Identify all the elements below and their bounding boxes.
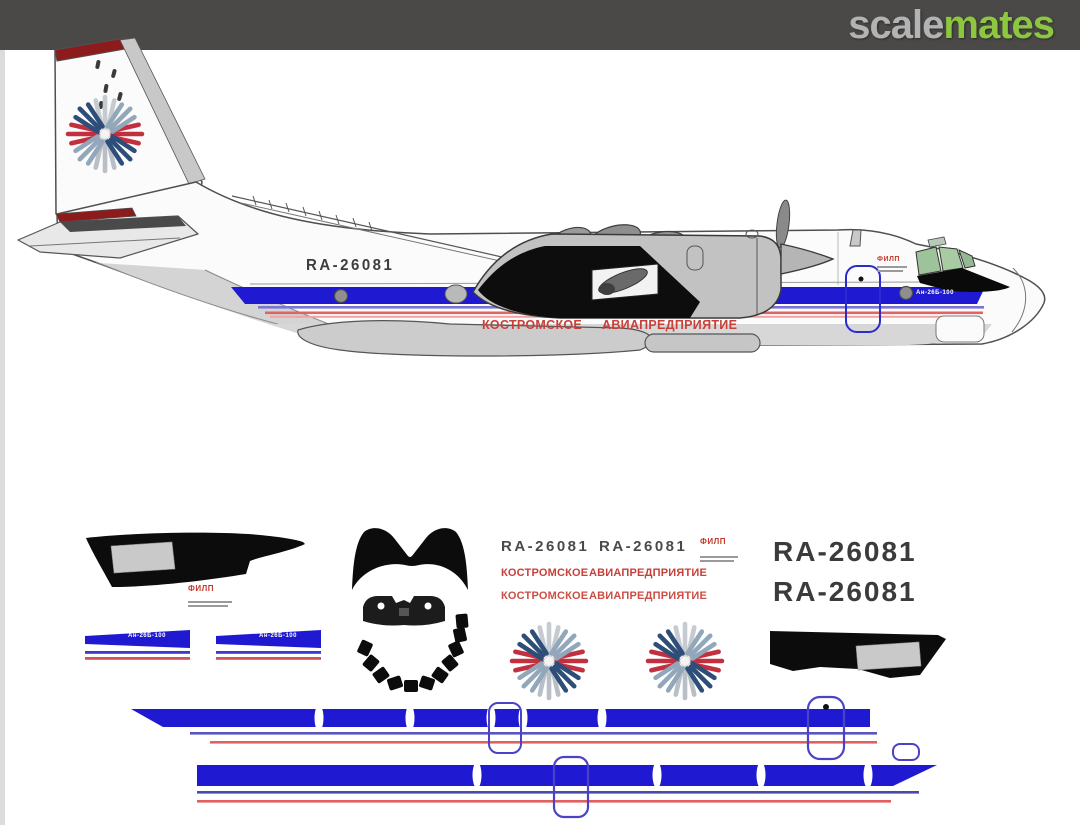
decal-instrument-panel bbox=[363, 596, 445, 626]
decal-title-line2-word1: КОСТРОМСКОЕ bbox=[501, 590, 589, 602]
decal-stripe-row-1 bbox=[131, 695, 877, 761]
antiglare-panel bbox=[917, 268, 1010, 292]
snowflake-logo-fin bbox=[68, 97, 142, 171]
cockpit bbox=[849, 229, 1027, 333]
emblem-subtext-bar bbox=[700, 560, 734, 562]
cockpit-window-1 bbox=[915, 246, 942, 276]
decal-title-line1-word2: АВИАПРЕДПРИЯТИЕ bbox=[589, 567, 708, 579]
scalemates-logo: scalemates bbox=[848, 3, 1055, 47]
stab-cap bbox=[55, 207, 137, 223]
prop-spinner bbox=[780, 243, 835, 275]
decal-stripe-row-2 bbox=[197, 743, 937, 819]
blade-antenna bbox=[849, 229, 862, 247]
gear-sponson bbox=[297, 320, 761, 357]
decal-emblem-left: ФИЛП bbox=[188, 584, 214, 593]
decal-title-line1-word1: КОСТРОМСКОЕ bbox=[501, 567, 589, 579]
aircraft-profile bbox=[17, 37, 1046, 357]
fin-deice-boot bbox=[119, 37, 206, 185]
tail-fin bbox=[54, 37, 206, 217]
decal-tail-panel-left bbox=[86, 532, 305, 587]
cockpit-window-3 bbox=[958, 249, 976, 269]
snowflake-logo-decal-2 bbox=[648, 624, 722, 698]
emblem-subtext-bar bbox=[877, 270, 903, 272]
snowflake-logo-decal-1 bbox=[512, 624, 586, 698]
decal-stripe-label-1: Ан-26Б-100 bbox=[128, 633, 166, 639]
decal-nose-stripes bbox=[85, 630, 321, 660]
engine-nacelle bbox=[472, 199, 835, 319]
decal-antiglare-right bbox=[770, 631, 946, 678]
belly-fairing bbox=[444, 284, 468, 304]
decal-title-line2-word2: АВИАПРЕДПРИЯТИЕ bbox=[589, 590, 708, 602]
emblem-subtext-bar bbox=[188, 605, 228, 607]
site-banner: scalemates bbox=[0, 0, 1080, 50]
decal-sheet bbox=[85, 528, 946, 819]
nose-gear-door bbox=[935, 315, 985, 343]
nacelle-black-panel bbox=[478, 246, 700, 318]
eyebrow-window bbox=[927, 236, 947, 248]
decal-frame-segments bbox=[357, 613, 469, 692]
radome-seam bbox=[1011, 267, 1027, 333]
decal-registration-large-1: RA-26081 bbox=[773, 536, 917, 567]
emblem-subtext-bar bbox=[700, 556, 738, 558]
stabilizer bbox=[17, 207, 199, 259]
logo-mates-text: mates bbox=[943, 3, 1055, 47]
decal-registration-large-2: RA-26081 bbox=[773, 576, 917, 607]
decal-emblem-sheet: ФИЛП bbox=[700, 537, 726, 546]
fuselage-title-word2: АВИАПРЕДПРИЯТИЕ bbox=[602, 318, 738, 332]
rear-ramp-shading bbox=[100, 263, 425, 346]
emblem-subtext-bar bbox=[877, 266, 907, 268]
decal-windscreen-antiglare bbox=[352, 528, 468, 590]
emblem-subtext-bar bbox=[188, 601, 232, 603]
decal-registration-small-1: RA-26081 bbox=[501, 538, 590, 555]
fuselage-title-word1: КОСТРОМСКОЕ bbox=[482, 318, 583, 332]
decal-registration-small-2: RA-26081 bbox=[599, 538, 688, 555]
paratroop-door bbox=[845, 265, 881, 333]
nose-type-label: Ан-26Б-100 bbox=[916, 290, 954, 296]
fin-rivet-dots bbox=[95, 60, 123, 109]
cockpit-window-2 bbox=[938, 246, 964, 272]
nose-emblem-text: ФИЛП bbox=[877, 256, 900, 263]
scan-edge bbox=[0, 50, 5, 825]
logo-scale-text: scale bbox=[848, 3, 944, 47]
fuselage-registration: RA-26081 bbox=[306, 256, 395, 275]
propeller-blade bbox=[775, 199, 791, 249]
decal-stripe-label-2: Ан-26Б-100 bbox=[259, 633, 297, 639]
